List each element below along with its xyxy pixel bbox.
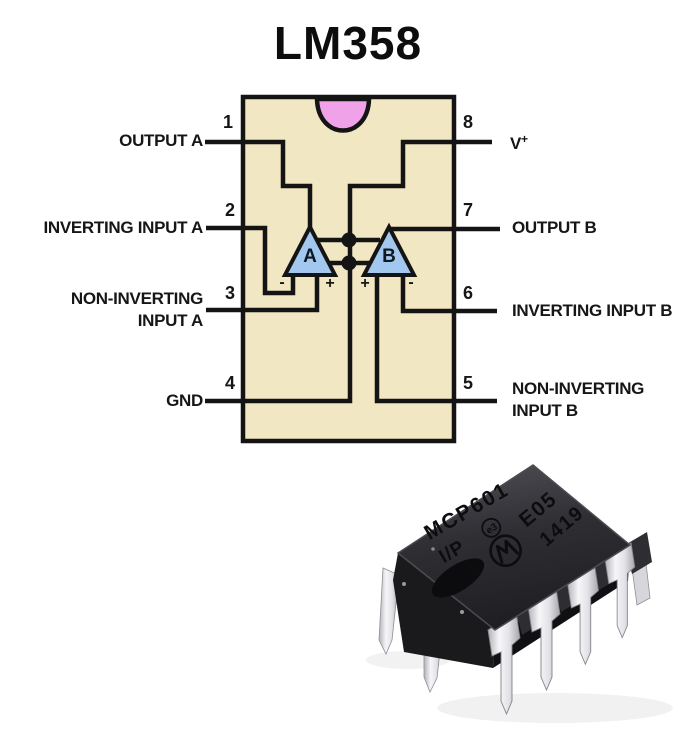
opamp-b-non-inverting-sign: +	[360, 275, 370, 292]
opamp-b-triangle	[360, 222, 418, 277]
label-output-b: OUTPUT B	[512, 218, 597, 237]
wire-noninv-b-inner	[374, 271, 452, 404]
dip8-chip-photo: MCP601 I/P e3 E05 1419	[366, 464, 673, 723]
pin-number-2: 2	[224, 200, 235, 220]
label-output-a: OUTPUT A	[119, 131, 203, 150]
opamp-b-label: B	[382, 246, 396, 267]
label-non-inverting-input-b-line2: INPUT B	[512, 401, 578, 420]
label-inverting-input-b: INVERTING INPUT B	[512, 301, 673, 320]
wire-output-a-inner	[245, 139, 313, 233]
wire-inv-b-inner	[400, 271, 452, 314]
mold-mark-3	[431, 547, 435, 551]
ic-pinout-diagram	[205, 94, 500, 444]
label-non-inverting-input-b: NON-INVERTING INPUT B	[512, 378, 644, 422]
label-gnd: GND	[166, 391, 203, 410]
label-vplus-v: V	[510, 134, 522, 153]
pin-number-6: 6	[462, 283, 473, 303]
rohs-e3-mark: e3	[484, 521, 500, 536]
opamp-b-inverting-sign: -	[408, 274, 414, 291]
pin-number-5: 5	[462, 373, 473, 393]
microchip-logo-icon	[489, 534, 522, 568]
junction-dot-lower	[341, 255, 357, 271]
pin-number-7: 7	[462, 200, 473, 220]
label-vplus: V+	[510, 128, 528, 155]
label-non-inverting-input-b-line1: NON-INVERTING	[512, 379, 645, 398]
pin-shadow	[437, 693, 673, 723]
label-vplus-sup: +	[521, 132, 529, 146]
opamp-a-non-inverting-sign: +	[325, 275, 335, 292]
wire-inv-a-inner	[245, 225, 296, 296]
figure-title: LM358	[273, 17, 423, 69]
pin-number-1: 1	[222, 112, 233, 132]
label-non-inverting-input-a-line2: INPUT A	[137, 311, 204, 330]
chip-end-notch	[431, 558, 485, 598]
opamp-a-inverting-sign: -	[279, 274, 285, 291]
pin-number-4: 4	[224, 373, 235, 393]
opamp-a-triangle	[281, 222, 339, 277]
mold-mark-1	[402, 582, 406, 586]
wire-noninv-a-inner	[245, 271, 320, 313]
chip-left-face	[393, 553, 495, 668]
rohs-e3-mark-circle	[481, 517, 502, 538]
label-non-inverting-input-a-line1: NON-INVERTING	[70, 289, 203, 308]
wire-vplus-inner	[245, 139, 452, 404]
pin-number-8: 8	[462, 112, 473, 132]
pin-number-3: 3	[224, 283, 235, 303]
junction-dot-upper	[341, 232, 357, 248]
label-inverting-input-a: INVERTING INPUT A	[43, 218, 203, 237]
index-notch	[314, 96, 372, 133]
mold-mark-2	[460, 610, 464, 614]
opamp-a-label: A	[303, 246, 317, 267]
label-non-inverting-input-a: NON-INVERTING INPUT A	[71, 288, 203, 332]
ic-internal-wires	[245, 139, 452, 404]
